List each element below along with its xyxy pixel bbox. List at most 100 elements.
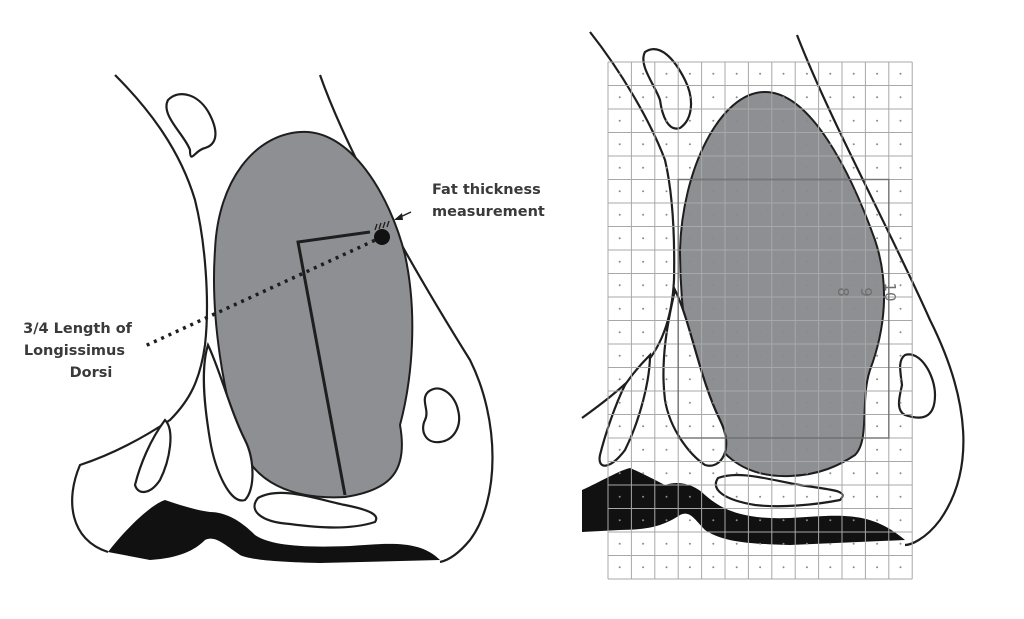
grid-dot — [759, 96, 762, 99]
grid-dot — [852, 166, 855, 169]
grid-dot — [829, 472, 832, 475]
grid-dot — [688, 143, 691, 146]
grid-dot — [665, 213, 668, 216]
grid-dot — [782, 237, 785, 240]
grid-dot — [899, 354, 902, 357]
grid-dot — [759, 425, 762, 428]
grid-dot — [829, 166, 832, 169]
grid-dot — [852, 331, 855, 334]
grid-dot — [852, 566, 855, 569]
bone-shape-grid — [582, 468, 905, 545]
grid-dot — [688, 542, 691, 545]
top-left-island — [165, 93, 217, 158]
grid-dot — [688, 237, 691, 240]
grid-dot — [852, 119, 855, 122]
grid-dot — [665, 542, 668, 545]
grid-dot — [712, 96, 715, 99]
bottom-center-island — [253, 491, 378, 529]
grid-dot — [805, 542, 808, 545]
grid-dot — [782, 401, 785, 404]
grid-dot — [618, 190, 621, 193]
grid-dot — [642, 284, 645, 287]
grid-dot — [712, 260, 715, 263]
grid-dot — [712, 519, 715, 522]
grid-dot — [688, 472, 691, 475]
grid-dot — [618, 72, 621, 75]
grid-dot — [642, 354, 645, 357]
grid-dot — [876, 425, 879, 428]
grid-dot — [759, 166, 762, 169]
grid-dot — [899, 143, 902, 146]
grid-dot — [829, 331, 832, 334]
grid-dot — [735, 472, 738, 475]
right-island — [422, 387, 461, 444]
grid-dot — [852, 284, 855, 287]
grid-dot — [618, 401, 621, 404]
grid-dot — [712, 472, 715, 475]
grid-dot — [735, 143, 738, 146]
grid-dot — [782, 472, 785, 475]
grid-dot — [688, 213, 691, 216]
grid-dot — [782, 566, 785, 569]
grid-dot — [759, 307, 762, 310]
grid-dot — [642, 72, 645, 75]
grid-dot — [805, 448, 808, 451]
grid-dot — [735, 354, 738, 357]
grid-dot — [876, 284, 879, 287]
grid-dot — [759, 519, 762, 522]
grid-dot — [805, 143, 808, 146]
grid-dot — [782, 72, 785, 75]
grid-dot — [665, 448, 668, 451]
grid-dot — [618, 519, 621, 522]
grid-dot — [735, 260, 738, 263]
grid-dot — [712, 166, 715, 169]
grid-dot — [688, 425, 691, 428]
bottom-left-island — [133, 418, 172, 493]
grid-dot — [712, 448, 715, 451]
grid-dot — [805, 237, 808, 240]
grid-dot — [805, 495, 808, 498]
grid-dot — [805, 260, 808, 263]
grid-dot — [876, 166, 879, 169]
grid-dot — [876, 72, 879, 75]
grid-dot — [876, 472, 879, 475]
grid-dot — [665, 425, 668, 428]
grid-dot — [876, 331, 879, 334]
grid-dot — [712, 143, 715, 146]
grid-dot — [759, 213, 762, 216]
grid-dot — [618, 260, 621, 263]
grid-dot — [618, 307, 621, 310]
grid-dot — [805, 472, 808, 475]
grid-dot — [876, 96, 879, 99]
grid-dot — [899, 213, 902, 216]
grid-dot — [759, 190, 762, 193]
grid-dot — [759, 331, 762, 334]
grid-dot — [712, 307, 715, 310]
grid-dot — [805, 284, 808, 287]
grid-dot — [642, 519, 645, 522]
grid-dot — [642, 566, 645, 569]
grid-dot — [852, 542, 855, 545]
grid-dot — [665, 237, 668, 240]
bone-shape — [108, 500, 440, 563]
grid-dot — [665, 260, 668, 263]
grid-dot — [782, 284, 785, 287]
grid-dot — [899, 401, 902, 404]
grid-dot — [899, 378, 902, 381]
grid-dot — [665, 143, 668, 146]
grid-dot — [642, 401, 645, 404]
grid-dot — [805, 166, 808, 169]
left-panel: Fat thickness measurement 3/4 Length of … — [23, 74, 545, 564]
grid-dot — [782, 96, 785, 99]
grid-dot — [899, 284, 902, 287]
dotted-leader-line — [144, 235, 383, 348]
grid-dot — [876, 542, 879, 545]
grid-dot — [876, 213, 879, 216]
grid-dot — [899, 119, 902, 122]
grid-dot — [876, 378, 879, 381]
grid-dot — [899, 425, 902, 428]
grid-dot — [618, 166, 621, 169]
ld-label-line3: Dorsi — [70, 365, 113, 381]
